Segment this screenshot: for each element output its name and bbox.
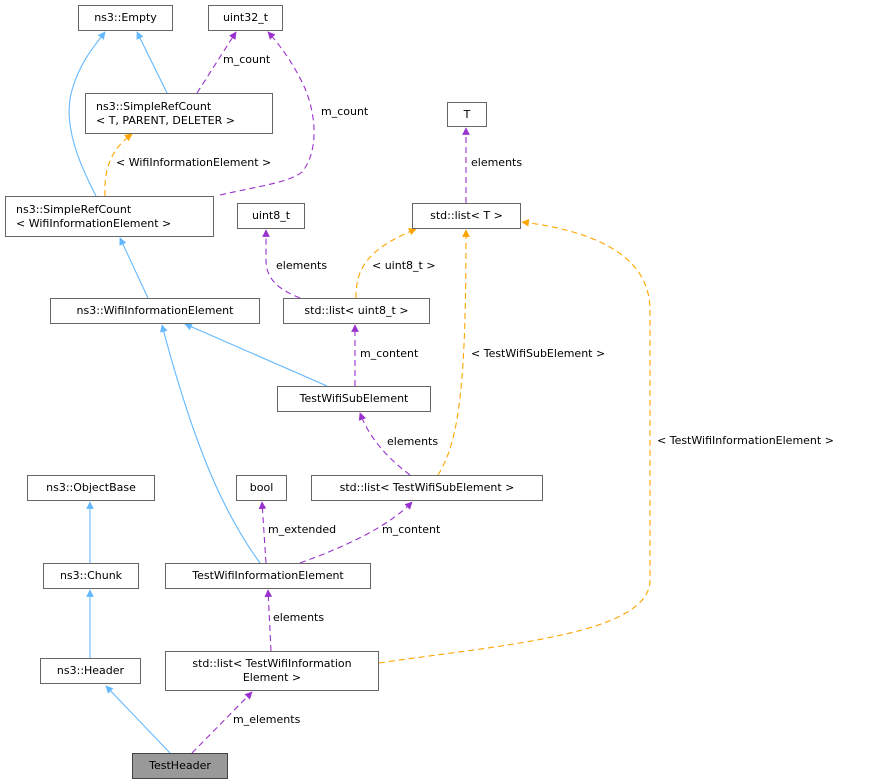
edge-list-sub-to-sub bbox=[358, 412, 411, 476]
node-label: std::list< uint8_t > bbox=[304, 304, 409, 317]
node-label: ns3::WifiInformationElement bbox=[76, 304, 234, 317]
node-test-wifi-information-element[interactable]: TestWifiInformationElement bbox=[165, 563, 371, 589]
edge-list-test-wie-to-test-wie bbox=[264, 589, 273, 652]
node-label: TestWifiInformationElement bbox=[192, 569, 344, 582]
edge-wie-to-src-wie bbox=[119, 237, 149, 299]
node-label: bool bbox=[249, 481, 274, 494]
edge-src-generic-to-uint32 bbox=[196, 31, 237, 94]
node-std-list-test-wifi-sub-element[interactable]: std::list< TestWifiSubElement > bbox=[311, 475, 543, 501]
node-label: std::list< TestWifiInformation bbox=[192, 657, 352, 670]
edge-label-template-sub: < TestWifiSubElement > bbox=[471, 347, 606, 360]
node-test-header: TestHeader bbox=[132, 753, 228, 779]
node-uint32-t[interactable]: uint32_t bbox=[208, 5, 283, 31]
edge-label-elements: elements bbox=[471, 156, 523, 169]
node-ns3-empty[interactable]: ns3::Empty bbox=[78, 5, 173, 31]
node-wifi-information-element[interactable]: ns3::WifiInformationElement bbox=[50, 298, 260, 324]
node-label: std::list< TestWifiSubElement > bbox=[339, 481, 515, 494]
node-label: ns3::SimpleRefCount bbox=[96, 99, 212, 113]
node-label: ns3::Empty bbox=[94, 11, 157, 24]
edge-list-uint8-to-uint8 bbox=[262, 229, 301, 299]
node-label: uint8_t bbox=[251, 209, 291, 222]
node-test-wifi-sub-element[interactable]: TestWifiSubElement bbox=[277, 386, 431, 412]
edge-label-template-uint8: < uint8_t > bbox=[372, 259, 436, 272]
edge-test-wie-to-list-sub bbox=[299, 501, 413, 564]
node-label: < WifiInformationElement > bbox=[16, 216, 172, 230]
edge-list-sub-to-list-t bbox=[437, 229, 470, 476]
edge-label-template-test-wie: < TestWifiInformationElement > bbox=[657, 434, 834, 447]
node-label: TestHeader bbox=[149, 759, 211, 772]
edge-label-elements: elements bbox=[273, 611, 325, 624]
node-ns3-header[interactable]: ns3::Header bbox=[40, 658, 141, 684]
node-ns3-object-base[interactable]: ns3::ObjectBase bbox=[27, 475, 155, 501]
node-label: ns3::ObjectBase bbox=[46, 481, 136, 494]
node-std-list-uint8[interactable]: std::list< uint8_t > bbox=[283, 298, 430, 324]
node-simple-ref-count-generic[interactable]: ns3::SimpleRefCount< T, PARENT, DELETER … bbox=[85, 93, 273, 134]
edge-list-test-wie-to-list-t bbox=[378, 219, 651, 664]
edge-label-template-wifi-ie: < WifiInformationElement > bbox=[116, 156, 272, 169]
edge-test-header-to-list-test-wie bbox=[191, 691, 253, 754]
edge-label-m-content: m_content bbox=[382, 523, 441, 536]
edge-label-m-count: m_count bbox=[223, 53, 271, 66]
node-bool[interactable]: bool bbox=[236, 475, 287, 501]
node-uint8-t[interactable]: uint8_t bbox=[237, 203, 305, 229]
node-label: Element > bbox=[242, 671, 302, 684]
edge-test-wie-to-wie bbox=[160, 324, 261, 564]
node-label: uint32_t bbox=[222, 11, 269, 24]
edge-label-m-content: m_content bbox=[360, 347, 419, 360]
edge-list-uint8-to-list-t bbox=[355, 228, 417, 299]
node-label: ns3::SimpleRefCount bbox=[16, 202, 132, 216]
node-std-list-t[interactable]: std::list< T > bbox=[412, 203, 521, 229]
edge-label-m-extended: m_extended bbox=[268, 523, 337, 536]
edge-test-header-to-header bbox=[105, 685, 171, 754]
node-label: ns3::Chunk bbox=[59, 569, 123, 582]
edge-label-elements: elements bbox=[387, 435, 439, 448]
node-label: std::list< T > bbox=[430, 209, 503, 222]
edge-label-m-count: m_count bbox=[321, 105, 369, 118]
node-label: ns3::Header bbox=[56, 664, 125, 677]
node-ns3-chunk[interactable]: ns3::Chunk bbox=[43, 563, 139, 589]
node-simple-ref-count-wifi-ie[interactable]: ns3::SimpleRefCount< WifiInformationElem… bbox=[5, 196, 214, 237]
edge-label-m-elements: m_elements bbox=[233, 713, 301, 726]
edge-src-wie-to-uint32 bbox=[219, 31, 315, 196]
node-label: < T, PARENT, DELETER > bbox=[96, 113, 235, 127]
node-t[interactable]: T bbox=[447, 102, 487, 127]
node-label: TestWifiSubElement bbox=[299, 392, 409, 405]
node-label: T bbox=[463, 107, 471, 121]
edge-sub-to-wie bbox=[184, 323, 328, 387]
edge-src-wie-to-empty bbox=[68, 31, 106, 197]
edge-label-elements: elements bbox=[276, 259, 328, 272]
edge-test-wie-to-bool bbox=[258, 501, 267, 564]
edge-src-wie-to-src-generic bbox=[104, 133, 133, 197]
edge-src-generic-to-empty bbox=[136, 31, 168, 94]
